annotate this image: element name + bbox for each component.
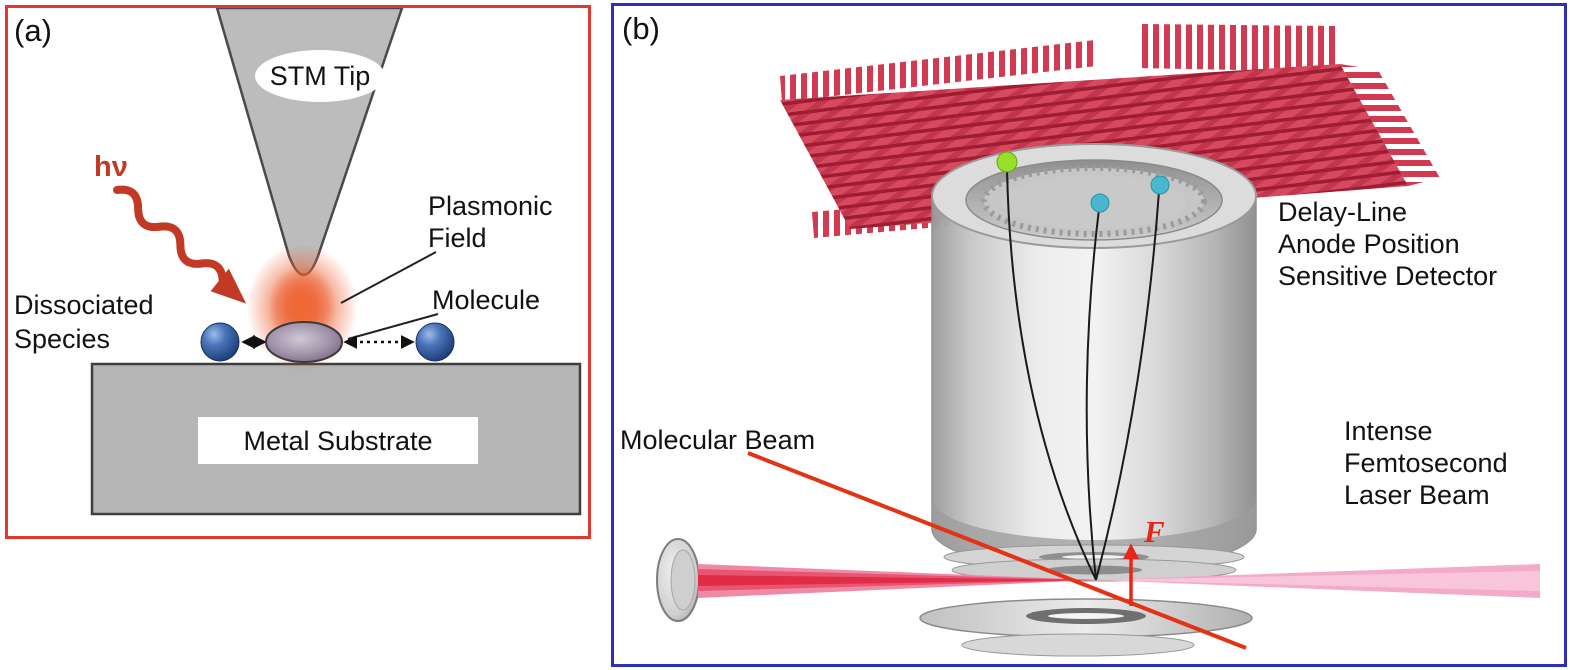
panel-a-label: (a) <box>14 13 52 48</box>
molecule-ellipse <box>265 321 343 363</box>
laser-label-line1: Intense <box>1344 416 1433 446</box>
molecule-label: Molecule <box>432 285 540 315</box>
laser-label-line2: Femtosecond <box>1344 448 1508 478</box>
photon-arrow-icon <box>113 185 247 304</box>
detector-cylinder <box>931 143 1257 572</box>
dissociated-sphere-right <box>415 322 455 362</box>
metal-substrate-label: Metal Substrate <box>243 426 432 456</box>
dissociated-label-line1: Dissociated <box>14 290 154 320</box>
detector-label-line1: Delay-Line <box>1278 197 1407 227</box>
trajectory-middle <box>1085 208 1100 581</box>
impact-dot-cyan-2 <box>1150 175 1170 195</box>
panel-b: (b) Delay-Line Anode Position Sensitive … <box>611 3 1567 667</box>
impact-dot-cyan-1 <box>1090 193 1110 213</box>
detector-label-line3: Sensitive Detector <box>1278 261 1497 291</box>
panel-a: (a) STM Tip hν Plasmonic Field Molecule … <box>5 5 591 539</box>
anode-teeth-left <box>780 40 1097 102</box>
field-label: F <box>1143 514 1165 549</box>
molecular-beam-label: Molecular Beam <box>620 425 815 455</box>
stm-tip-label-bg <box>255 50 385 102</box>
anode-teeth-top <box>1138 24 1340 72</box>
panel-a-drawing: (a) STM Tip hν Plasmonic Field Molecule … <box>14 8 582 516</box>
dissociated-label-line2: Species <box>14 324 110 354</box>
plate-lower-1-slit <box>1048 613 1124 619</box>
plate-lower-2 <box>961 633 1195 657</box>
plasmonic-label-line2: Field <box>428 223 487 253</box>
ion-trajectories <box>1006 168 1160 581</box>
molecule-pointer-line <box>347 313 439 340</box>
laser-core-right <box>1096 571 1540 591</box>
impact-dot-green <box>996 151 1018 173</box>
dissociated-sphere-left <box>200 322 240 362</box>
laser-core-left <box>698 575 1096 586</box>
focusing-mirror <box>656 538 700 622</box>
trajectory-right <box>1095 190 1160 581</box>
stm-tip-label: STM Tip <box>270 61 371 91</box>
laser-beam <box>698 564 1540 598</box>
stm-tip-cone <box>215 8 404 277</box>
photon-label: hν <box>94 151 128 183</box>
trajectory-left <box>1006 168 1097 581</box>
substrate-label-bg <box>198 417 478 464</box>
anode-teeth-right <box>1340 64 1440 186</box>
spectrometer-plates <box>919 544 1253 657</box>
laser-label-line3: Laser Beam <box>1344 480 1490 510</box>
detector-label-line2: Anode Position <box>1278 229 1460 259</box>
plasmonic-pointer-line <box>340 251 437 304</box>
molecular-beam-line <box>747 451 1247 650</box>
panel-b-drawing: (b) Delay-Line Anode Position Sensitive … <box>620 11 1540 657</box>
panel-b-label: (b) <box>622 11 660 46</box>
mirror-concave-face <box>670 549 696 611</box>
plasmonic-label-line1: Plasmonic <box>428 191 553 221</box>
